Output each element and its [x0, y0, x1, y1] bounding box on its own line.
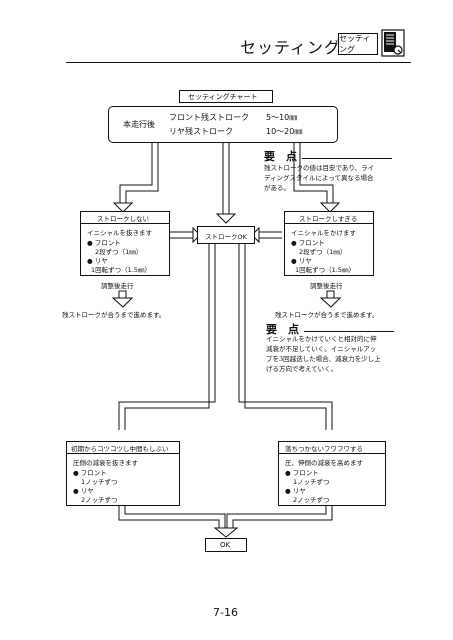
note-1-rule	[302, 158, 392, 159]
stroke-excessive-header: ストロークしすぎる	[285, 212, 373, 224]
section-tab-label: セッティング	[339, 34, 371, 54]
note-1: 要 点 残ストロークの値は目安であり、ライ ディングスタイルによって異なる場合 …	[262, 148, 392, 198]
floaty-ride-header-text: 落ちつかないフワフワする	[285, 445, 363, 453]
front-stroke-name: フロント残ストローク	[169, 113, 249, 122]
right-item: ● リヤ	[291, 257, 312, 265]
chart-title-box: セッティングチャート	[179, 90, 273, 103]
left-item: 2段ずつ（1㎜）	[95, 248, 143, 256]
floaty-ride-header: 落ちつかないフワフワする	[279, 442, 385, 454]
stroke-ok-box: ストロークOK	[197, 226, 255, 244]
note-1-title: 要 点	[264, 150, 297, 163]
bl-item: ● フロント	[73, 469, 107, 477]
note-1-text: 残ストロークの値は目安であり、ライ ディングスタイルによって異なる場合 がある。	[264, 163, 394, 193]
left-after-ride: 調整後走行	[101, 282, 134, 290]
rear-stroke-name: リヤ残ストローク	[169, 127, 233, 136]
header-rule	[66, 62, 411, 63]
bl-item: ● リヤ	[73, 487, 94, 495]
br-item: 1ノッチずつ	[293, 478, 330, 486]
note-2-line: プを3回越迭した場合、減衰力を少し上	[266, 355, 381, 363]
right-item: 2段ずつ（1㎜）	[299, 248, 347, 256]
left-item: ● リヤ	[87, 257, 108, 265]
chart-title: セッティングチャート	[188, 93, 258, 101]
left-action: イニシャルを抜きます	[87, 229, 152, 237]
harsh-ride-header-text: 初期からコツコツし中間もしぶい	[71, 445, 169, 453]
stroke-insufficient-box: ストロークしない イニシャルを抜きます ● フロント 2段ずつ（1㎜） ● リヤ…	[80, 211, 170, 276]
br-action: 圧、伸側の減衰を高めます	[285, 459, 363, 467]
start-label: 本走行後	[123, 120, 155, 129]
front-stroke-value: 5〜10㎜	[266, 113, 298, 122]
br-item: ● フロント	[285, 469, 319, 477]
right-item: 1回転ずつ（1.5㎜）	[295, 266, 355, 274]
stroke-insufficient-header-text: ストロークしない	[97, 215, 149, 223]
section-tab: セッティング	[338, 33, 378, 55]
note-1-line: 残ストロークの値は目安であり、ライ	[264, 164, 375, 172]
final-ok-box: OK	[205, 538, 247, 552]
stroke-excessive-box: ストロークしすぎる イニシャルをかけます ● フロント 2段ずつ（1㎜） ● リ…	[284, 211, 374, 276]
note-1-line: がある。	[264, 184, 290, 192]
left-result: 残ストロークが合うまで進めます。	[62, 311, 166, 319]
right-item: ● フロント	[291, 239, 325, 247]
stroke-ok-label: ストロークOK	[205, 233, 247, 241]
note-2-text: イニシャルをかけていくと相対的に伸 減衰が不足していく。イニシャルアッ プを3回…	[266, 334, 396, 374]
bl-action: 圧側の減衰を抜きます	[73, 459, 138, 467]
start-box: 本走行後 フロント残ストローク 5〜10㎜ リヤ残ストローク 10〜20㎜	[108, 106, 338, 143]
stroke-insufficient-header: ストロークしない	[81, 212, 169, 224]
br-item: 2ノッチずつ	[293, 496, 330, 504]
harsh-ride-header: 初期からコツコツし中間もしぶい	[67, 442, 179, 454]
right-result: 残ストロークが合うまで進めます。	[275, 311, 379, 319]
notebook-wrench-icon	[381, 29, 405, 57]
br-item: ● リヤ	[285, 487, 306, 495]
floaty-ride-box: 落ちつかないフワフワする 圧、伸側の減衰を高めます ● フロント 1ノッチずつ …	[278, 441, 386, 506]
rear-stroke-value: 10〜20㎜	[266, 127, 303, 136]
bl-item: 2ノッチずつ	[81, 496, 118, 504]
note-2-line: イニシャルをかけていくと相対的に伸	[266, 335, 377, 343]
stroke-excessive-header-text: ストロークしすぎる	[299, 215, 358, 223]
note-1-line: ディングスタイルによって異なる場合	[264, 174, 374, 182]
harsh-ride-box: 初期からコツコツし中間もしぶい 圧側の減衰を抜きます ● フロント 1ノッチずつ…	[66, 441, 180, 506]
right-after-ride: 調整後走行	[310, 282, 343, 290]
page-title: セッティング	[240, 38, 342, 57]
final-ok-label: OK	[220, 541, 231, 549]
note-2-line: げる方向で考えていく。	[266, 365, 338, 373]
left-item: 1回転ずつ（1.5㎜）	[91, 266, 151, 274]
right-action: イニシャルをかけます	[291, 229, 356, 237]
note-2-rule	[304, 331, 394, 332]
note-2: 要 点 イニシャルをかけていくと相対的に伸 減衰が不足していく。イニシャルアッ …	[264, 321, 394, 381]
bl-item: 1ノッチずつ	[81, 478, 118, 486]
note-2-line: 減衰が不足していく。イニシャルアッ	[266, 345, 377, 353]
left-item: ● フロント	[87, 239, 121, 247]
note-2-title: 要 点	[266, 323, 299, 336]
page-number: 7-16	[213, 606, 238, 619]
